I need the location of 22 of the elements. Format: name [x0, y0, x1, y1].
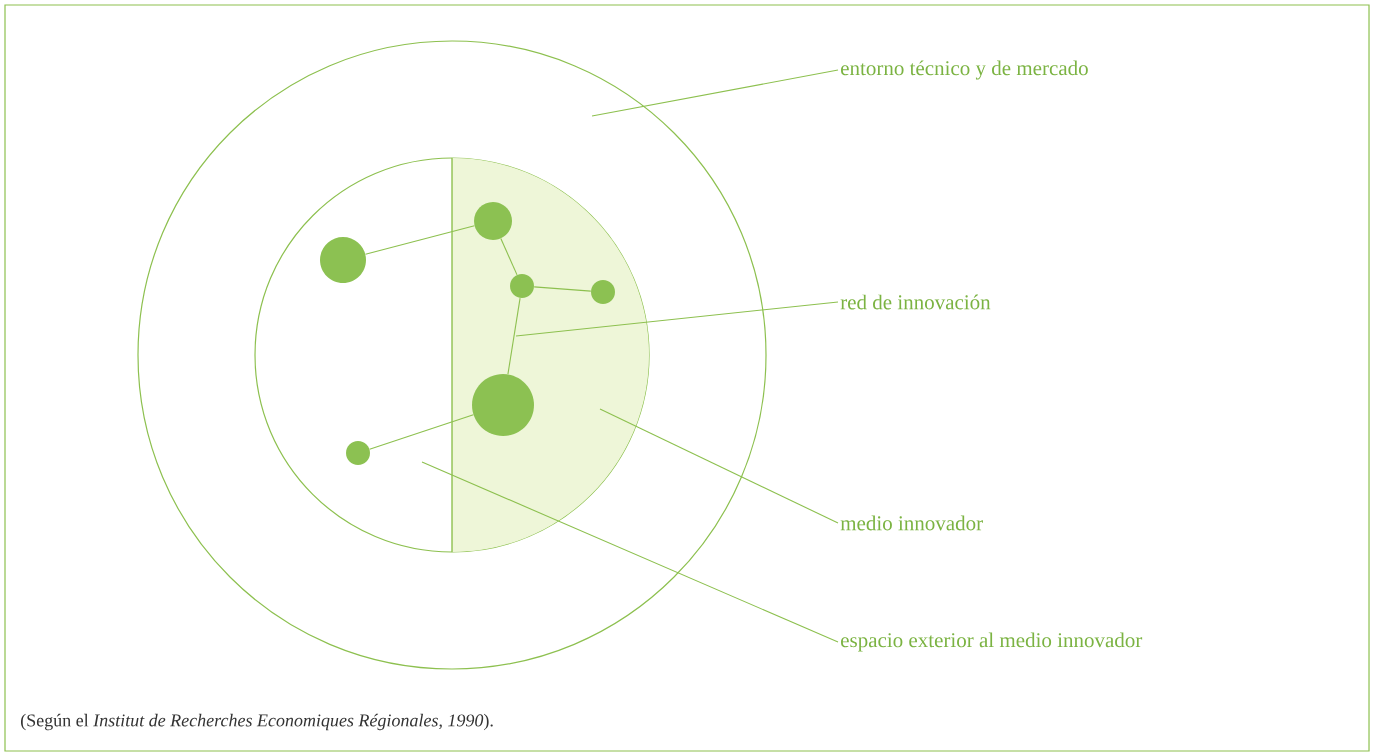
dot: [320, 237, 366, 283]
network-link: [364, 225, 475, 255]
leader-line: [591, 69, 839, 117]
network-link: [369, 414, 474, 450]
ring: [137, 40, 767, 670]
leader-line: [421, 461, 839, 643]
label-text: entorno técnico y de mercado: [841, 60, 1088, 80]
label-text: espacio exterior al medio innovador: [841, 632, 1143, 652]
dot: [472, 374, 534, 436]
label-text: red de innovación: [840, 294, 991, 310]
network-link: [507, 297, 521, 375]
leader-line: [515, 301, 839, 337]
dot: [510, 274, 534, 298]
label-text: medio innovador: [840, 515, 983, 531]
ring: [254, 157, 650, 553]
dot: [346, 441, 370, 465]
caption: (Según el Institut de Recherches Economiques Régionales, 1990).: [21, 713, 493, 731]
network-link: [533, 286, 592, 292]
dot: [591, 280, 615, 304]
leader-line: [599, 408, 839, 524]
dot: [474, 202, 512, 240]
network-link: [500, 238, 518, 276]
